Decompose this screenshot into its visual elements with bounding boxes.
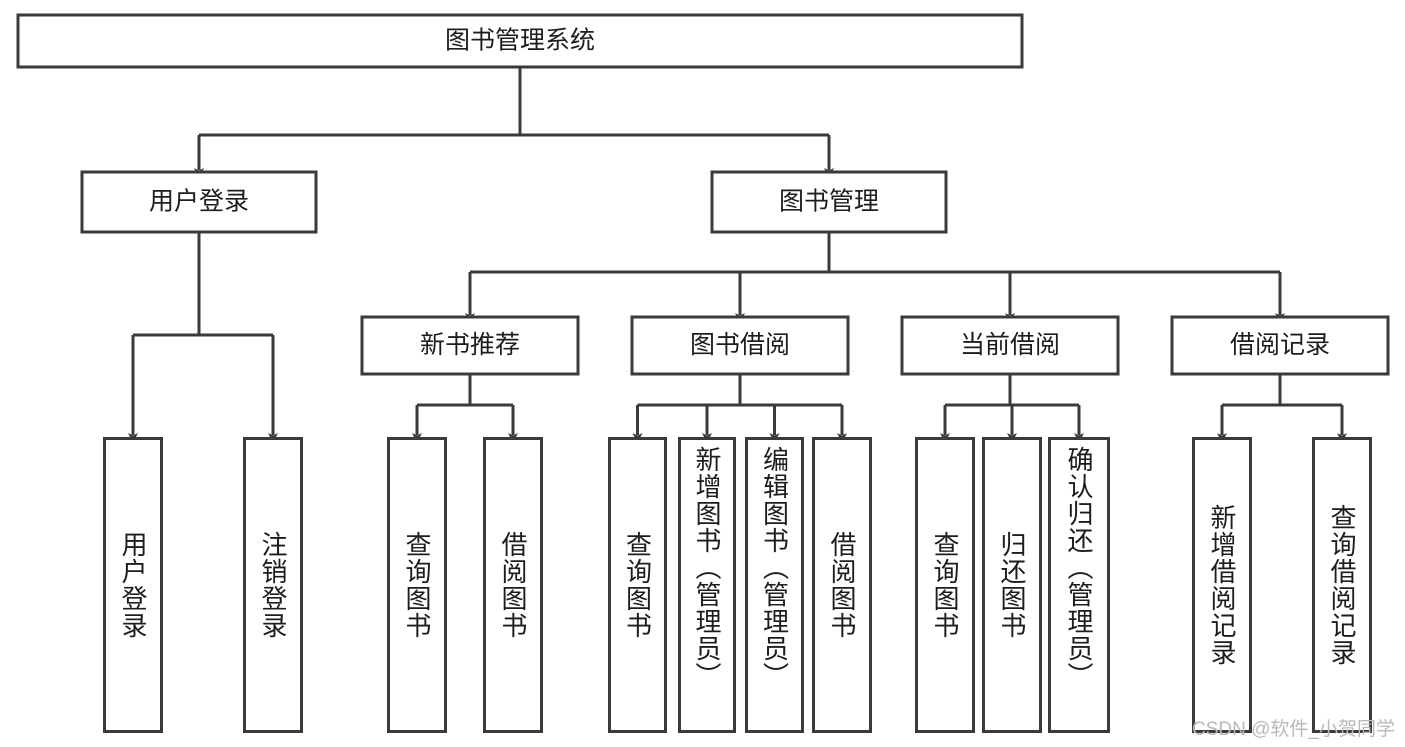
leaf-node-10[interactable]: 确认归还（管理员） [1048,437,1110,733]
leaf-node-8[interactable]: 查询图书 [915,437,975,733]
leaf-node-11[interactable]: 新增借阅记录 [1192,437,1252,733]
root-node-rect[interactable] [16,13,1024,69]
level3-node-2-label: 当前借阅 [960,331,1060,359]
leaf-node-5[interactable]: 新增图书（管理员） [678,437,736,733]
leaf-node-7[interactable]: 借阅图书 [812,437,872,733]
leaf-node-label-5: 新增图书（管理员） [692,446,723,689]
leaf-node-label-9: 归还图书 [997,531,1028,639]
level3-node-1-label: 图书借阅 [690,331,790,359]
leaf-node-9[interactable]: 归还图书 [982,437,1042,733]
leaf-node-label-4: 查询图书 [622,531,653,639]
leaf-node-label-2: 查询图书 [402,531,433,639]
leaf-node-12[interactable]: 查询借阅记录 [1312,437,1372,733]
level3-node-1-rect[interactable] [630,315,850,376]
leaf-node-label-1: 注销登录 [258,531,289,639]
leaf-node-label-12: 查询借阅记录 [1327,504,1358,666]
leaf-node-label-3: 借阅图书 [498,531,529,639]
leaf-node-label-7: 借阅图书 [827,531,858,639]
level3-node-0-label: 新书推荐 [420,331,520,359]
leaf-node-6[interactable]: 编辑图书（管理员） [745,437,804,733]
leaf-node-label-10: 确认归还（管理员） [1064,446,1095,689]
leaf-node-label-8: 查询图书 [930,531,961,639]
level2-node-1-rect[interactable] [710,170,948,234]
level2-node-0-rect[interactable] [80,170,318,234]
leaf-node-label-6: 编辑图书（管理员） [759,446,790,689]
level3-node-3-rect[interactable] [1170,315,1390,376]
leaf-node-label-11: 新增借阅记录 [1207,504,1238,666]
level3-node-0-rect[interactable] [360,315,580,376]
level2-node-1-label: 图书管理 [779,188,879,216]
level3-node-2-rect[interactable] [900,315,1120,376]
connector-layer [128,67,1347,443]
leaf-node-1[interactable]: 注销登录 [243,437,303,733]
leaf-node-2[interactable]: 查询图书 [387,437,447,733]
leaf-node-0[interactable]: 用户登录 [103,437,163,733]
leaf-node-label-0: 用户登录 [118,531,149,639]
level3-node-3-label: 借阅记录 [1230,331,1330,359]
leaf-node-4[interactable]: 查询图书 [608,437,667,733]
leaf-node-3[interactable]: 借阅图书 [483,437,543,733]
root-node-label: 图书管理系统 [445,27,595,55]
level2-node-0-label: 用户登录 [149,188,249,216]
